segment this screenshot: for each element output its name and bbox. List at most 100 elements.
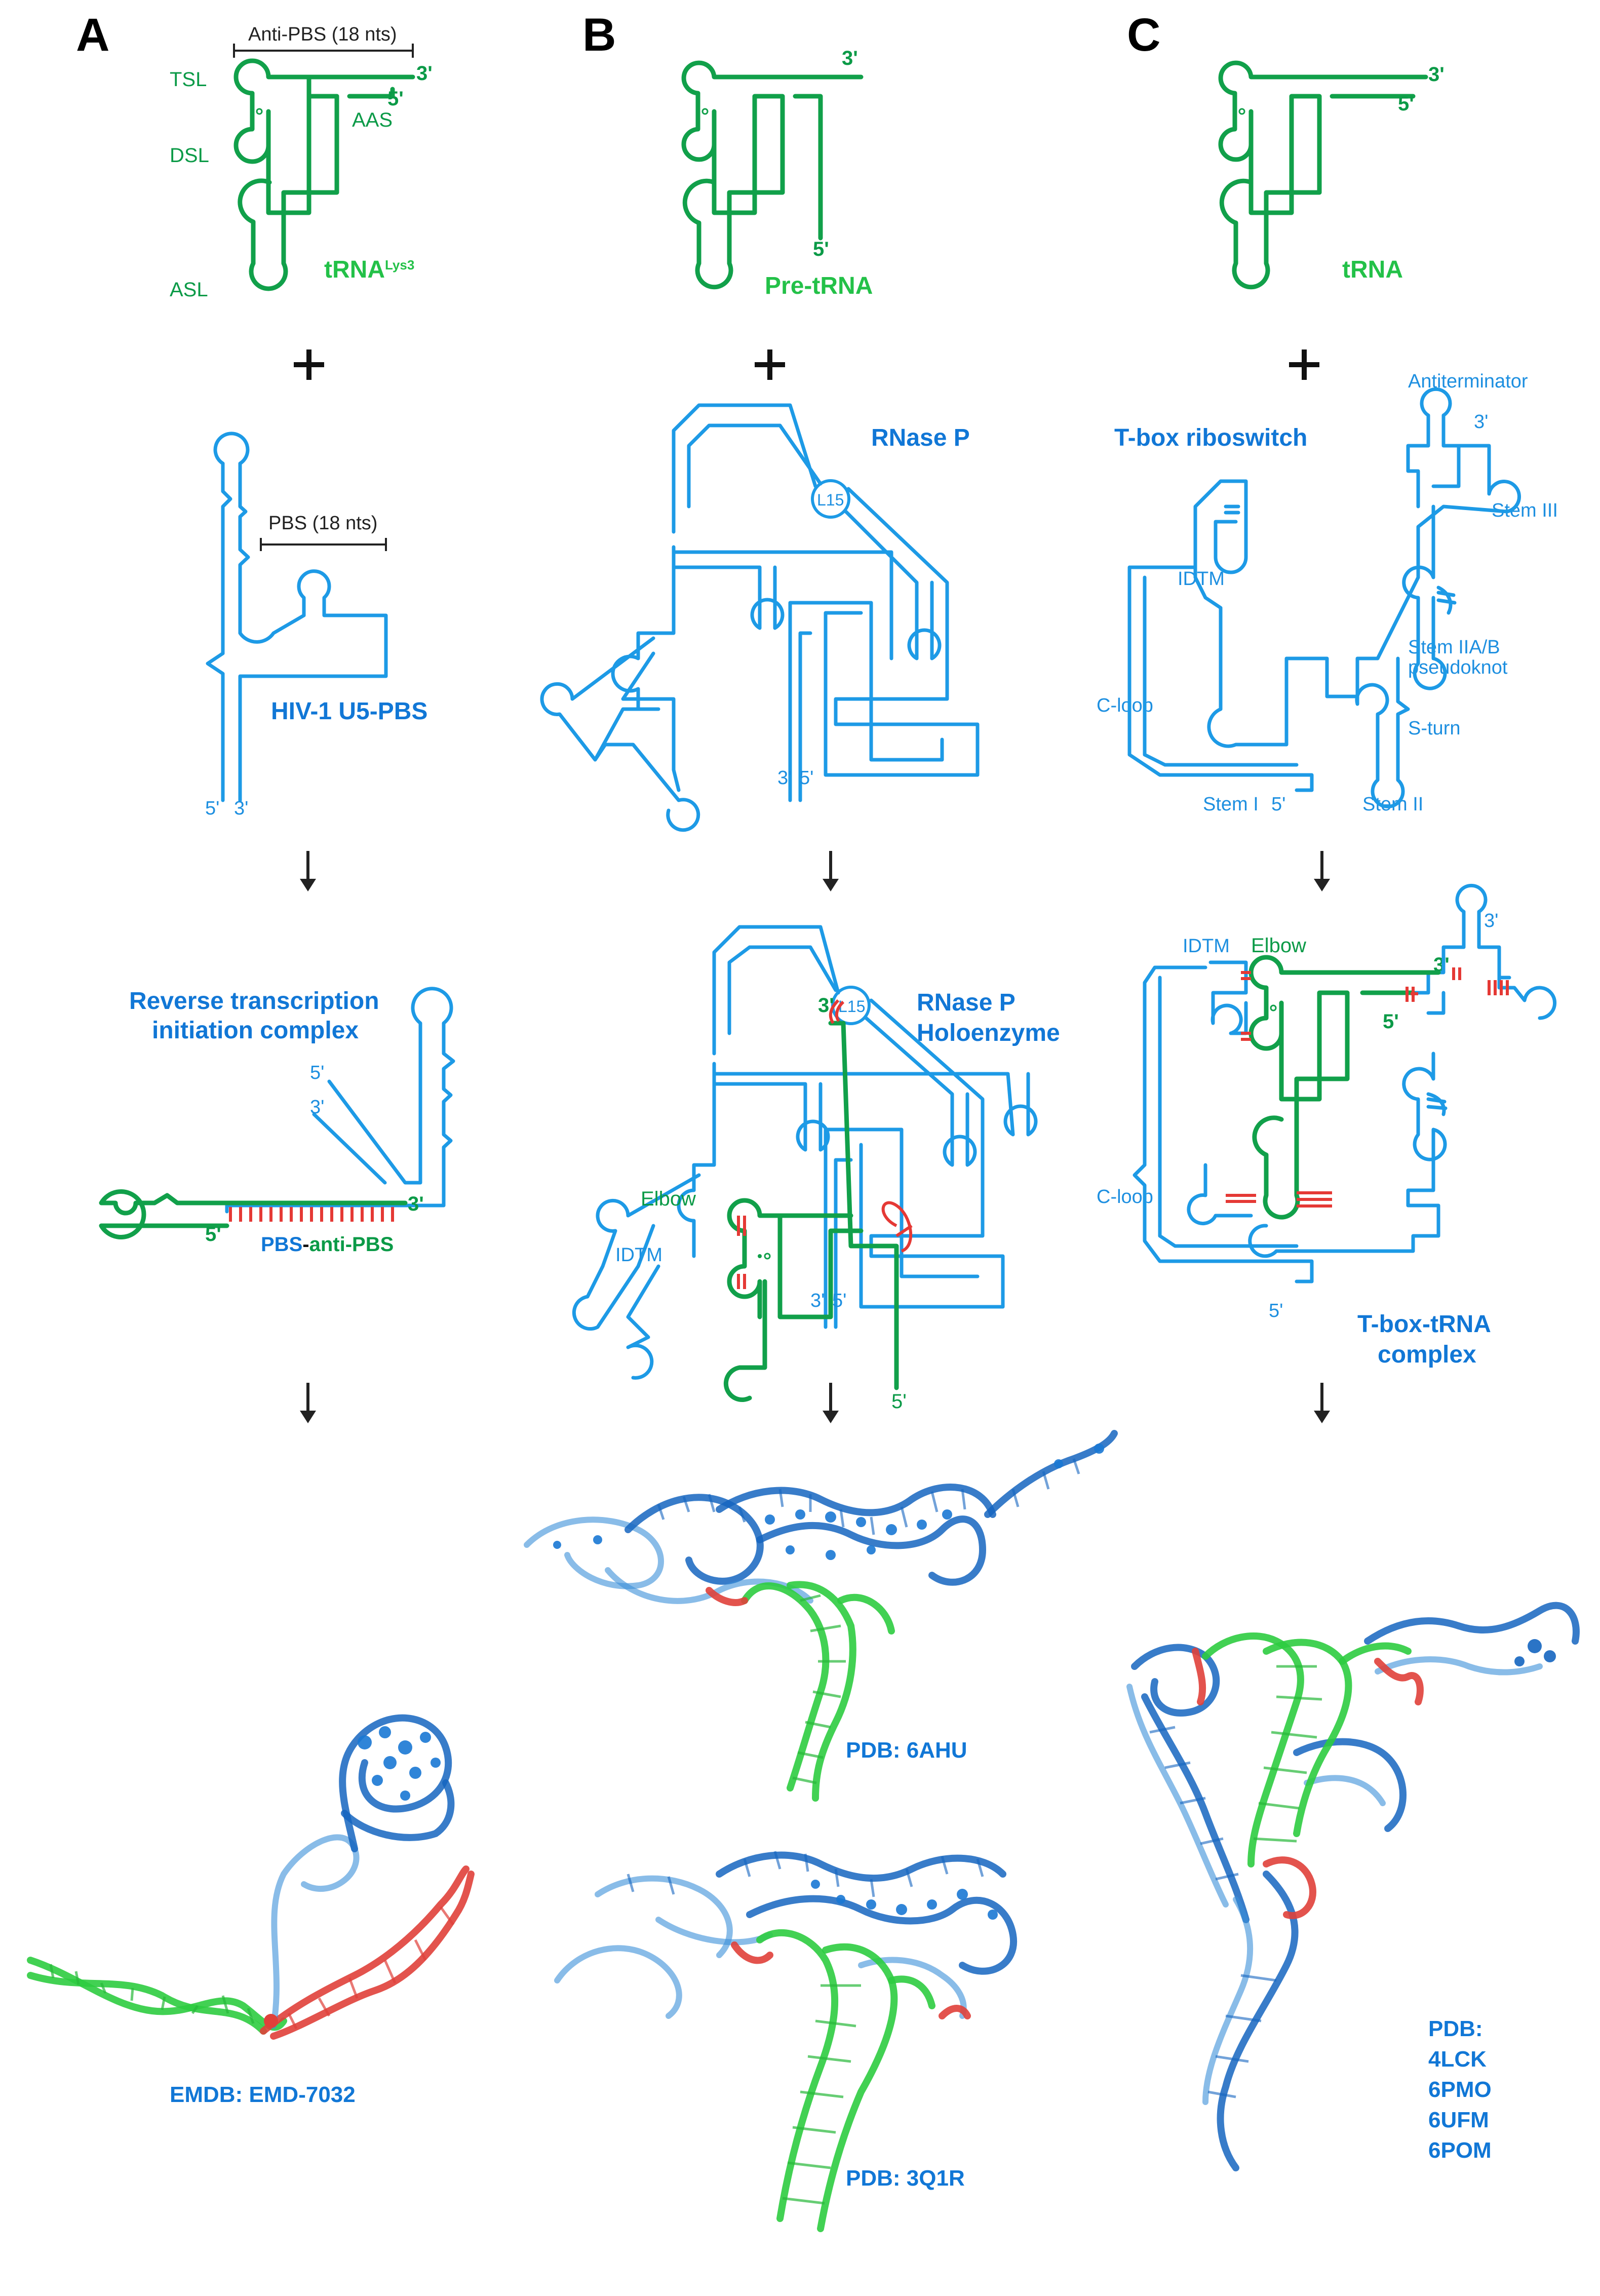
panel-c-plus-icon (1289, 349, 1319, 380)
pbs-label-part: PBS (261, 1233, 302, 1256)
panel-a-arrow-1 (300, 851, 316, 891)
tbox-5prime: 5' (1271, 794, 1285, 815)
rt-complex-3prime-top: 3' (310, 1097, 324, 1118)
pbs-anti-pbs-label: PBS-anti-PBS (261, 1233, 394, 1256)
panel-c-trna-3prime: 3' (1428, 63, 1445, 86)
panel-a-complex: Reverse transcription initiation complex… (99, 987, 455, 1256)
panel-a-u5-pbs: PBS (18 nts) 5' 3' HIV-1 U5-PBS (205, 432, 427, 819)
panel-b-arrow-1 (823, 851, 839, 891)
panel-c-arrow-1 (1314, 851, 1330, 891)
tbox-complex-title-line2: complex (1378, 1341, 1476, 1368)
panel-c-tbox: T-box riboswitch Antiterminator 3' Stem … (1097, 371, 1558, 815)
rnase-p-l15-loop (811, 479, 850, 519)
trna-5prime-label: 5' (387, 88, 404, 110)
rt-complex-base-pairs (229, 1207, 394, 1222)
tbox-complex-blue-backbone (1133, 883, 1557, 1283)
pre-trna-3prime: 3' (842, 47, 858, 69)
panel-c-tbox-complex: IDTM Elbow 3' 3' 5' C-loop 5' T-box-tRNA… (1097, 883, 1557, 1368)
panel-c-trna: 3' 5' tRNA (1218, 60, 1445, 290)
trna-lys3-superscript: Lys3 (385, 257, 414, 273)
rt-complex-5prime-green: 5' (205, 1223, 221, 1246)
panel-c-trna-title: tRNA (1342, 256, 1403, 283)
pre-trna-title: Pre-tRNA (765, 273, 873, 299)
rt-complex-3prime-green: 3' (408, 1193, 424, 1215)
panel-a-plus-icon (294, 349, 324, 380)
rnase-p-3prime: 3' (777, 767, 792, 789)
holoenzyme-title-line1: RNase P (917, 989, 1016, 1016)
rt-complex-5prime-top: 5' (310, 1062, 324, 1083)
tbox-pdb-label-2: 6PMO (1428, 2077, 1492, 2102)
u5-5prime-label: 5' (205, 798, 219, 819)
holoenzyme-l15-label: L15 (838, 997, 865, 1016)
tbox-trna-structure (1126, 1602, 1580, 2171)
anti-pbs-bracket-label: Anti-PBS (18 nts) (248, 24, 397, 45)
panel-b-rnase-p: RNase P L15 3' 5' (540, 403, 980, 832)
rnase-p-title: RNase P (871, 424, 970, 451)
pdb-3q1r-label: PDB: 3Q1R (846, 2166, 965, 2191)
u5-pbs-title: HIV-1 U5-PBS (271, 698, 427, 725)
holoenzyme-3prime-green: 3' (818, 994, 834, 1017)
asl-label: ASL (170, 279, 208, 301)
tbox-backbone (1127, 387, 1521, 808)
holoenzyme-elbow-label: Elbow (641, 1188, 696, 1210)
panel-a-trna: Anti-PBS (18 nts) TSL DSL ASL AAS 3' 5' … (170, 24, 433, 301)
holoenzyme-rnasep-backbone (572, 925, 1038, 1380)
pbs-bracket-label: PBS (18 nts) (268, 513, 377, 534)
panel-c-trna-backbone (1218, 60, 1428, 290)
antiterminator-label: Antiterminator (1408, 371, 1528, 392)
panel-letter-c: C (1127, 9, 1160, 61)
stem1-label: Stem I (1203, 794, 1259, 815)
complex-idtm-label: IDTM (1183, 936, 1230, 957)
stem2ab-label-line1: Stem IIA/B (1408, 637, 1500, 658)
tbox-pdb-label-1: 4LCK (1428, 2047, 1487, 2072)
panel-b-pre-trna: 3' 5' Pre-tRNA (681, 47, 873, 299)
panel-a-arrow-2 (300, 1383, 316, 1423)
aas-label: AAS (352, 109, 393, 131)
stem2ab-label-line2: pseudoknot (1408, 657, 1508, 678)
rt-complex-trna-strand (99, 1189, 408, 1239)
pre-trna-backbone (681, 60, 864, 290)
pbs-label-sep: - (302, 1233, 309, 1256)
trna-3prime-label: 3' (416, 62, 433, 85)
emd-7032-structure (27, 1714, 475, 2040)
dsl-label: DSL (170, 144, 209, 167)
panel-b-arrow-2 (823, 1383, 839, 1423)
tbox-pdb-labels: PDB: 4LCK 6PMO 6UFM 6POM (1428, 2016, 1492, 2163)
emd-7032-label: EMDB: EMD-7032 (170, 2082, 356, 2107)
pre-trna-5prime: 5' (813, 238, 829, 260)
pdb-6ahu-structure (524, 1430, 1118, 1802)
tsl-label: TSL (170, 68, 207, 91)
tbox-complex-title-line1: T-box-tRNA (1357, 1311, 1491, 1338)
panel-b-holoenzyme: RNase P Holoenzyme L15 3' Elbow IDTM 3' … (572, 925, 1060, 1413)
trna-lys3-name: tRNA (324, 256, 385, 283)
holoenzyme-idtm-label: IDTM (615, 1244, 662, 1266)
tbox-pdb-label-3: 6UFM (1428, 2108, 1489, 2132)
rnase-p-l15-label: L15 (817, 491, 844, 509)
panel-letter-b: B (582, 9, 616, 61)
tbox-complex-trna-backbone (1248, 955, 1441, 1220)
panel-c-trna-5prime: 5' (1398, 93, 1414, 115)
anti-pbs-label-part: anti-PBS (309, 1233, 394, 1256)
holoenzyme-trna-backbone (723, 1021, 899, 1403)
holoenzyme-title-line2: Holoenzyme (917, 1020, 1060, 1046)
pdb-3q1r-structure (554, 1851, 1018, 2232)
tbox-pdb-label-0: PDB: (1428, 2016, 1483, 2041)
trna-lys3-title: tRNALys3 (324, 256, 414, 283)
u5-pbs-backbone (206, 432, 388, 802)
panel-c-arrow-2 (1314, 1383, 1330, 1423)
rnase-p-5prime: 5' (799, 767, 813, 789)
panel-letter-a: A (76, 9, 109, 61)
panel-b-plus-icon (755, 349, 785, 380)
holoenzyme-5prime-green: 5' (891, 1390, 907, 1413)
tbox-3prime: 3' (1474, 411, 1488, 433)
complex-elbow-label: Elbow (1251, 935, 1306, 957)
rt-complex-u5-strand (225, 987, 455, 1214)
tbox-complex-contacts (1226, 967, 1509, 1208)
pdb-6ahu-label: PDB: 6AHU (846, 1738, 967, 1763)
complex-3prime-blue: 3' (1484, 910, 1498, 931)
u5-3prime-label: 3' (234, 798, 248, 819)
complex-5prime-green: 5' (1383, 1010, 1399, 1033)
rt-complex-title-line1: Reverse transcription (129, 988, 379, 1015)
holoenzyme-3prime: 3' (810, 1290, 825, 1311)
